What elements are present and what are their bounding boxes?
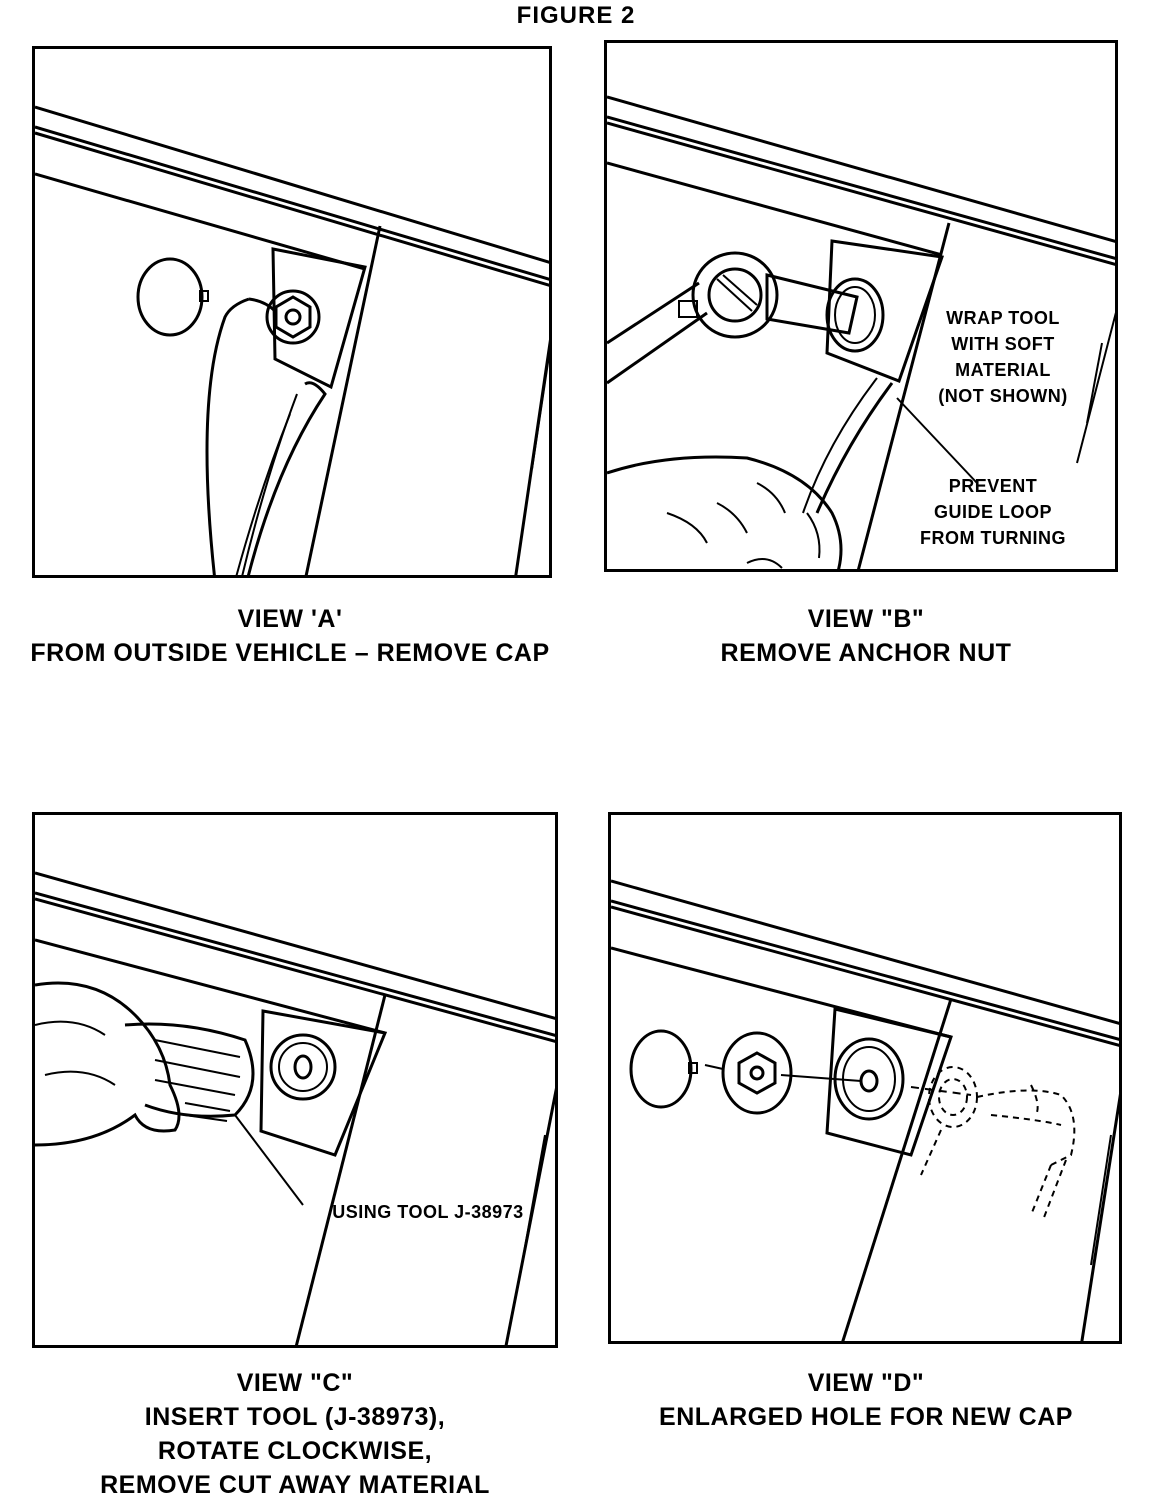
view-c-line-3: REMOVE CUT AWAY MATERIAL [100, 1471, 490, 1499]
view-a-caption: VIEW 'A' FROM OUTSIDE VEHICLE – REMOVE C… [0, 602, 580, 670]
using-tool-callout: USING TOOL J-38973 [332, 1202, 524, 1222]
view-c-label: VIEW "C" [236, 1369, 354, 1397]
view-c-panel: USING TOOL J-38973 [32, 812, 558, 1348]
wrap-tool-callout: WRAP TOOL WITH SOFT MATERIAL (NOT SHOWN) [923, 305, 1083, 409]
prevent-line-3: FROM TURNING [920, 528, 1066, 548]
view-a-label: VIEW 'A' [237, 605, 343, 633]
view-b-caption: VIEW "B" REMOVE ANCHOR NUT [580, 602, 1152, 670]
view-b-label: VIEW "B" [807, 605, 925, 633]
view-d-caption: VIEW "D" ENLARGED HOLE FOR NEW CAP [580, 1366, 1152, 1434]
prevent-guide-loop-callout: PREVENT GUIDE LOOP FROM TURNING [903, 473, 1083, 551]
view-b-panel: WRAP TOOL WITH SOFT MATERIAL (NOT SHOWN)… [604, 40, 1118, 572]
view-d-line-1: ENLARGED HOLE FOR NEW CAP [659, 1403, 1073, 1431]
wrap-tool-line-1: WRAP TOOL [946, 308, 1060, 328]
view-d-label: VIEW "D" [807, 1369, 925, 1397]
prevent-line-1: PREVENT [948, 476, 1038, 496]
wrap-tool-line-3: MATERIAL [955, 360, 1051, 380]
view-b-line-1: REMOVE ANCHOR NUT [720, 639, 1012, 667]
figure-title: FIGURE 2 [516, 2, 636, 29]
view-a-panel [32, 46, 552, 578]
wrap-tool-line-2: WITH SOFT [951, 334, 1055, 354]
view-d-panel [608, 812, 1122, 1344]
wrap-tool-line-4: (NOT SHOWN) [938, 386, 1068, 406]
view-c-line-2: ROTATE CLOCKWISE, [157, 1437, 433, 1465]
view-a-line-1: FROM OUTSIDE VEHICLE – REMOVE CAP [30, 639, 550, 667]
view-c-line-1: INSERT TOOL (J-38973), [144, 1403, 446, 1431]
view-c-caption: VIEW "C" INSERT TOOL (J-38973), ROTATE C… [0, 1366, 590, 1502]
prevent-line-2: GUIDE LOOP [933, 502, 1052, 522]
